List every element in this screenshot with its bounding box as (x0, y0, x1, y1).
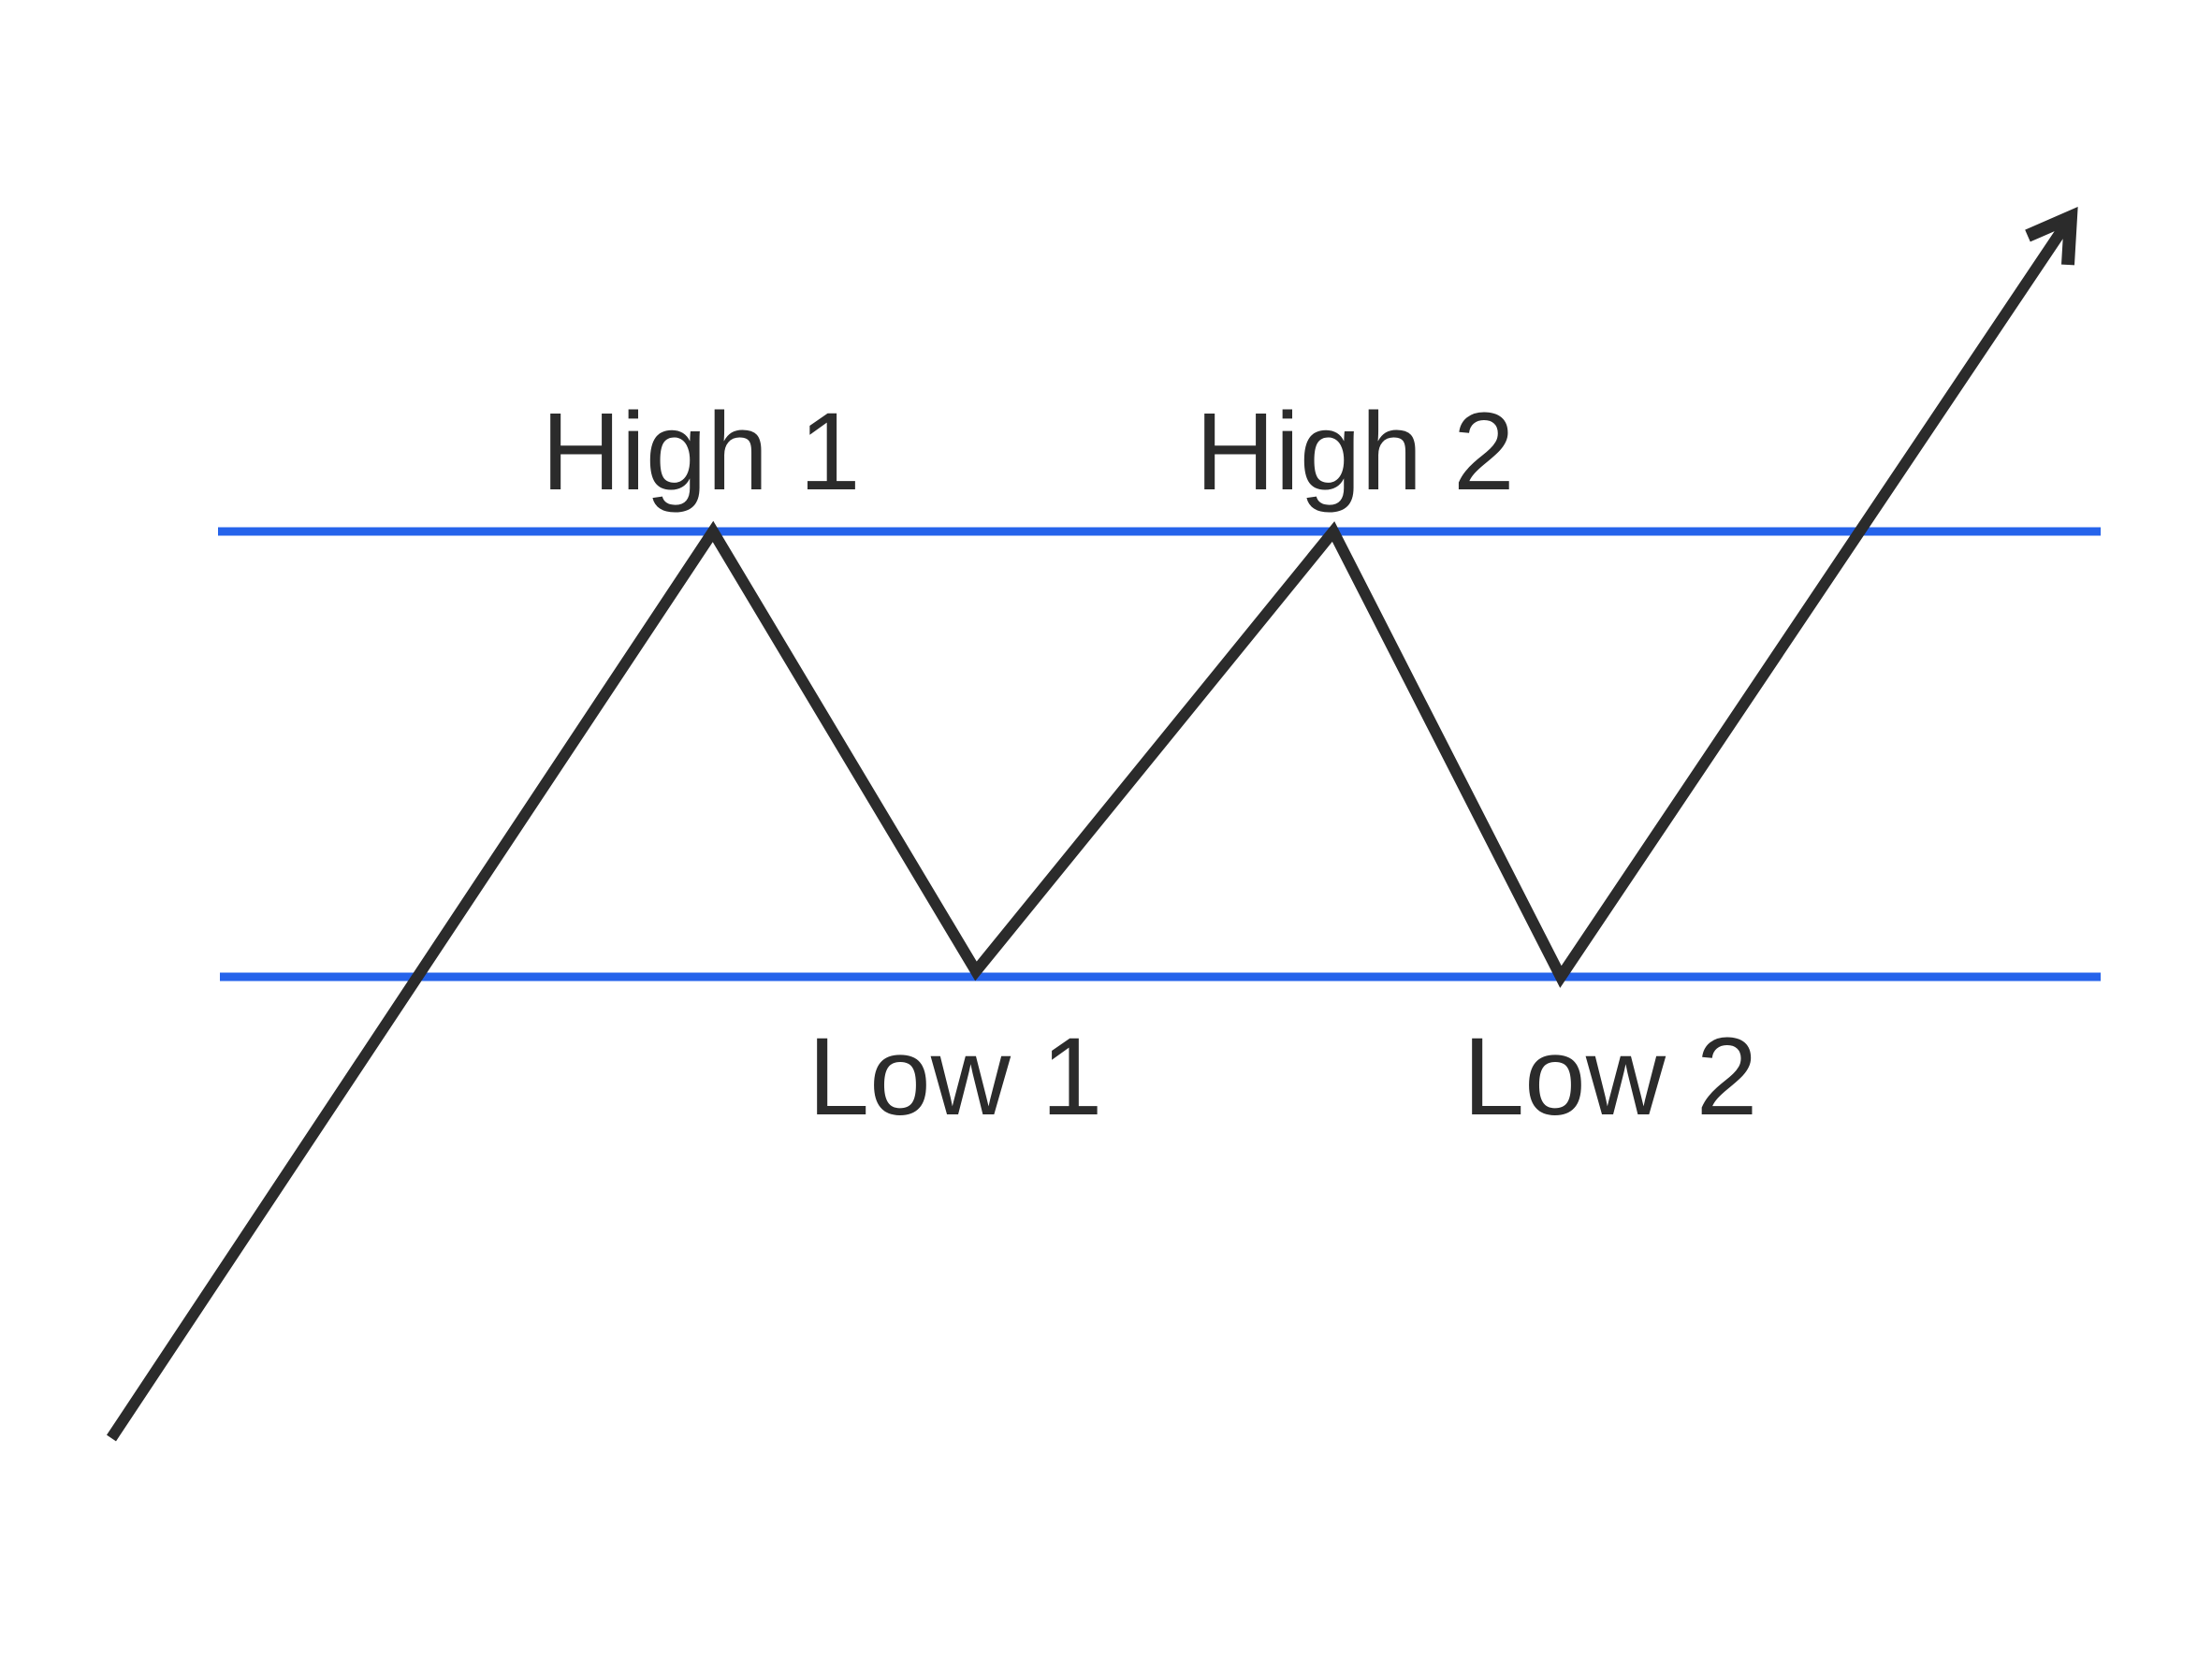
label-low-2: Low 2 (1463, 1015, 1758, 1139)
label-high-1: High 1 (541, 390, 861, 514)
price-path (107, 229, 2065, 1442)
label-high-2: High 2 (1195, 390, 1515, 514)
breakout-arrow-icon (2025, 207, 2078, 266)
label-low-1: Low 1 (808, 1015, 1103, 1139)
